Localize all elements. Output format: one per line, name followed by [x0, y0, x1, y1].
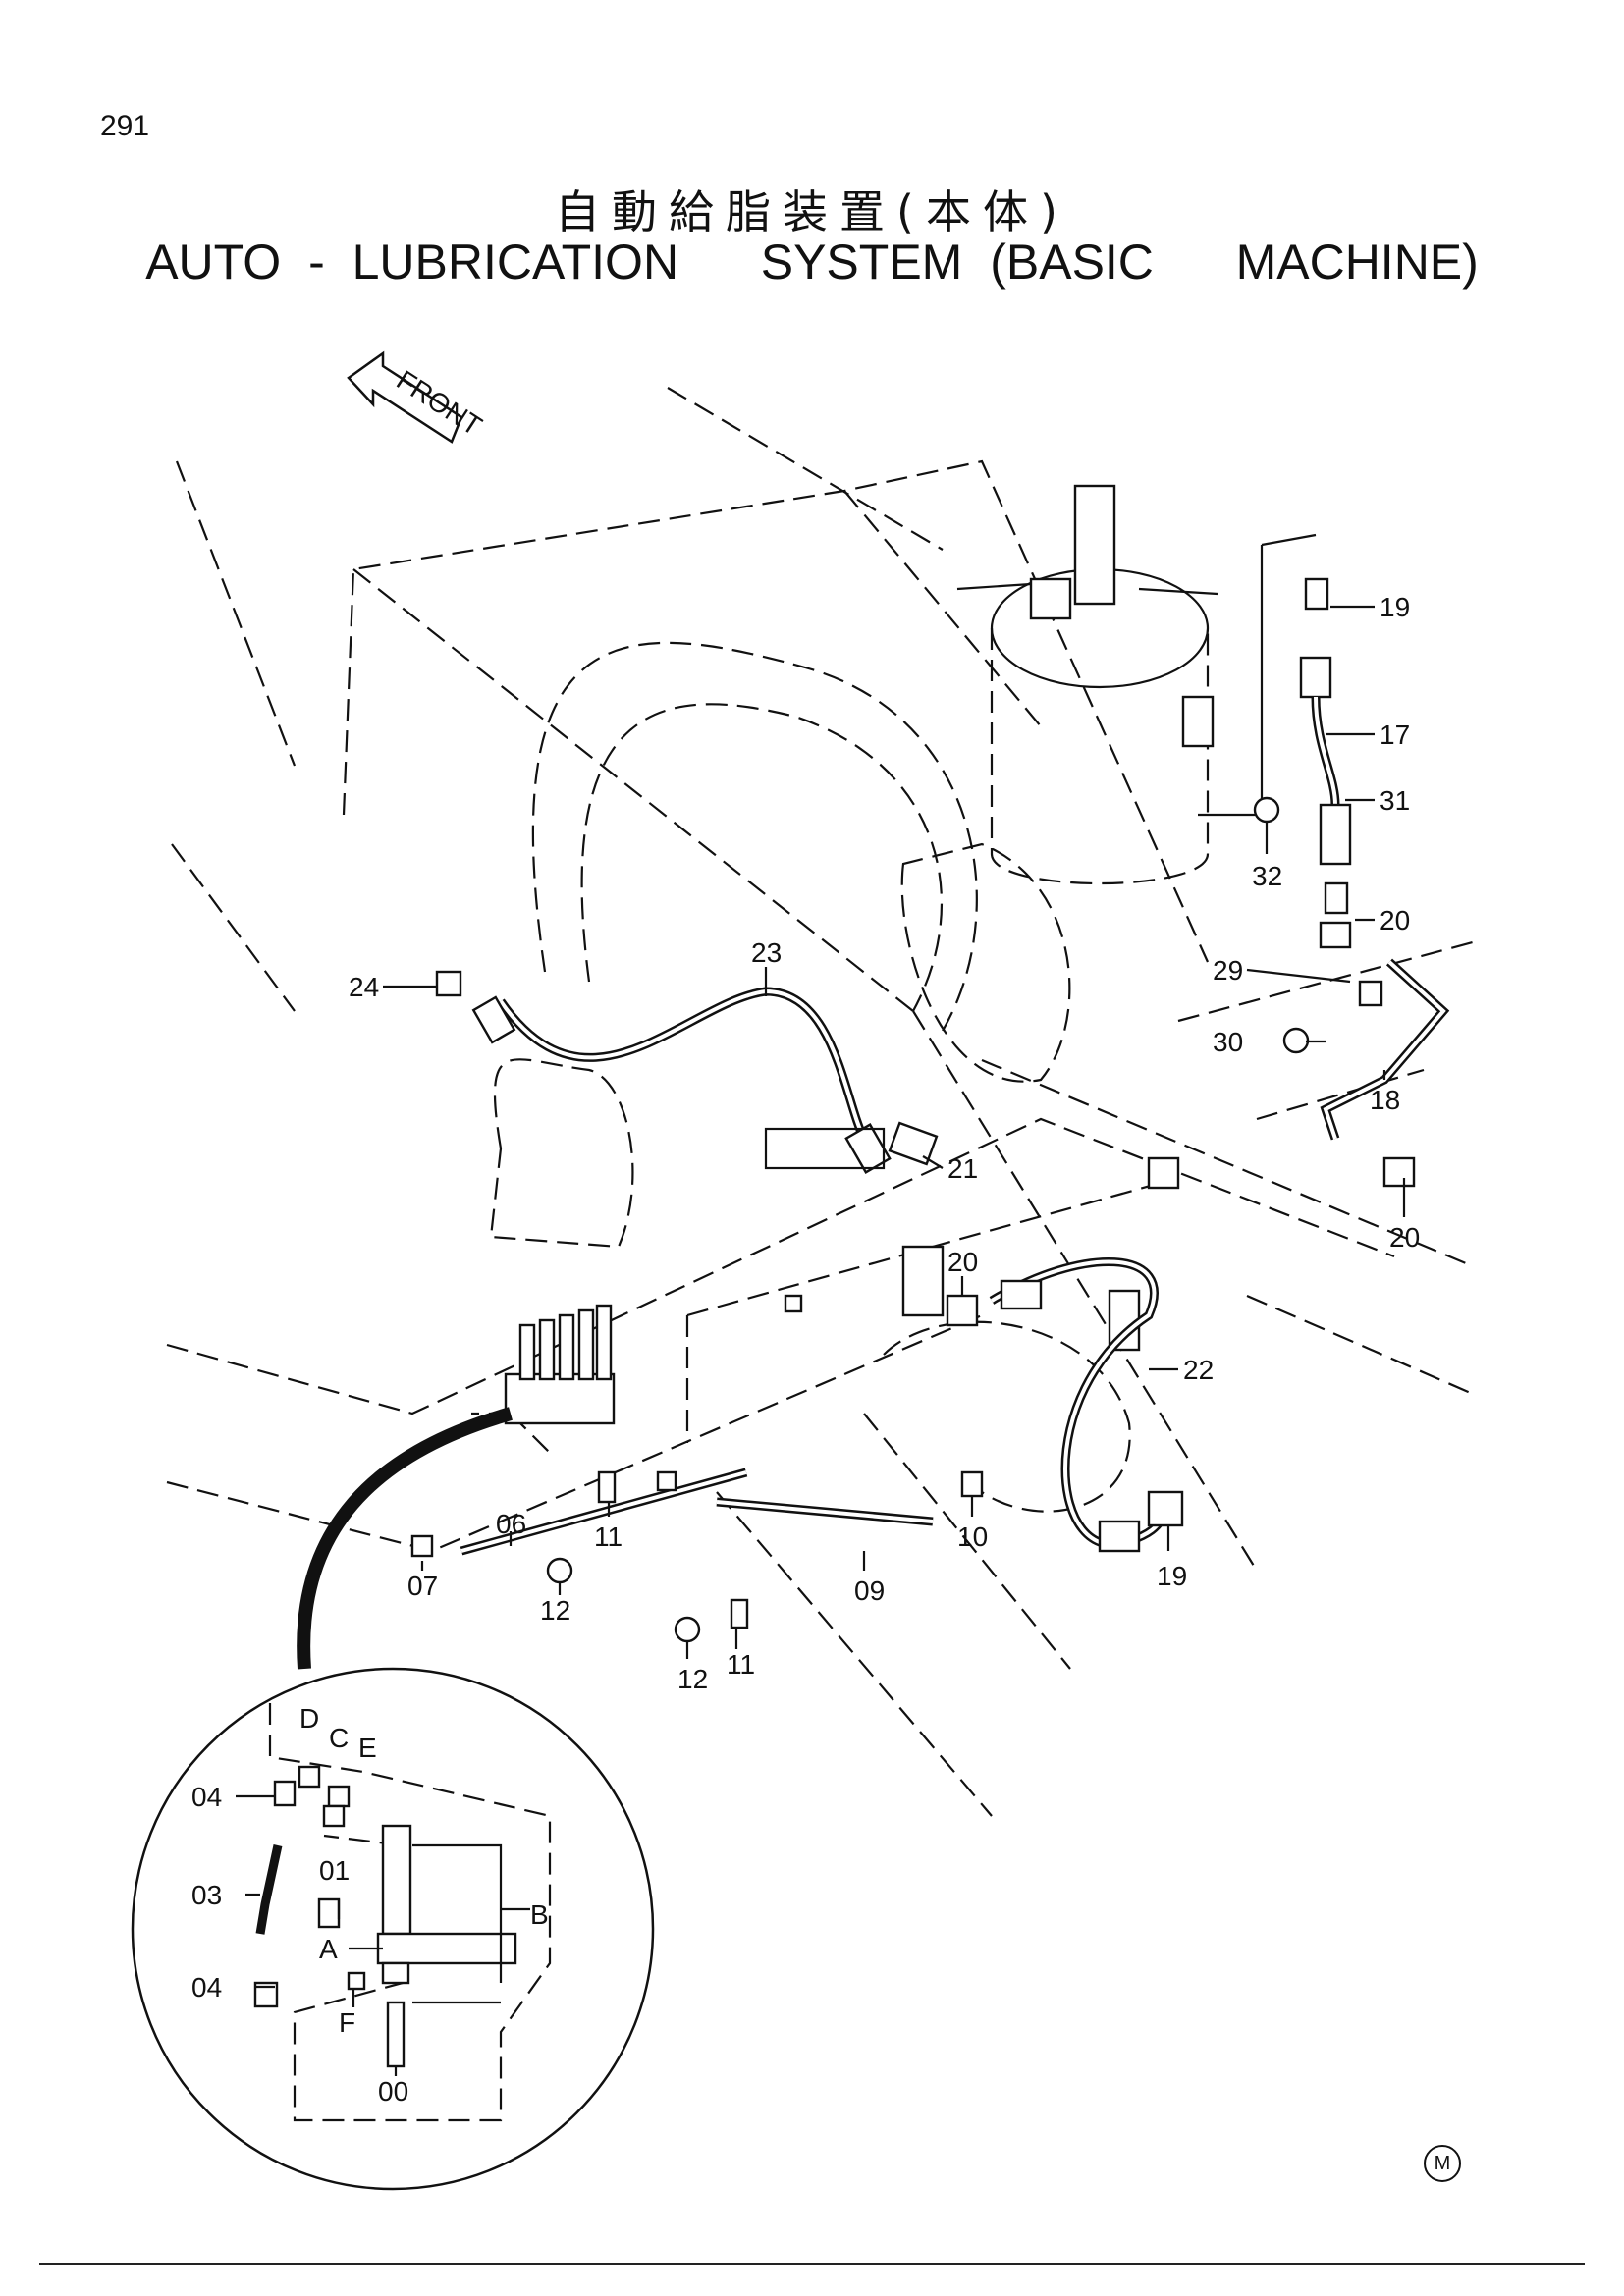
- callout-20-center: 20: [947, 1247, 978, 1277]
- callout-30: 30: [1213, 1027, 1243, 1057]
- callout-19-top: 19: [1380, 592, 1410, 622]
- grease-pump: [956, 484, 1317, 885]
- callout-20-upper: 20: [1380, 905, 1410, 935]
- distributor-block: [297, 1304, 984, 1670]
- detail-callout-04-lower: 04: [191, 1972, 222, 2002]
- detail-callout-b: B: [530, 1899, 549, 1930]
- callout-22: 22: [1183, 1355, 1214, 1385]
- callout-07: 07: [407, 1571, 438, 1601]
- detail-view: [131, 1667, 655, 2191]
- callout-31: 31: [1380, 785, 1410, 816]
- detail-callout-00: 00: [378, 2076, 408, 2107]
- hose-22: [989, 1256, 1184, 1553]
- callout-06: 06: [496, 1509, 526, 1539]
- callout-21: 21: [947, 1153, 978, 1184]
- callout-19-lower: 19: [1157, 1561, 1187, 1591]
- callout-11-lower: 11: [727, 1649, 755, 1680]
- callout-23: 23: [751, 937, 782, 968]
- callout-10: 10: [957, 1522, 988, 1552]
- title-japanese: 自動給脂装置(本体): [555, 186, 1069, 239]
- callout-24: 24: [349, 972, 379, 1002]
- detail-callout-01: 01: [319, 1855, 350, 1886]
- callout-11-left: 11: [594, 1522, 623, 1552]
- detail-callout-a: A: [319, 1934, 338, 1964]
- callout-29: 29: [1213, 955, 1243, 986]
- callout-17: 17: [1380, 720, 1410, 750]
- hose-23: [435, 970, 892, 1174]
- leader-lines: [236, 605, 1406, 2076]
- machine-outline: [166, 387, 1474, 1817]
- callout-09: 09: [854, 1575, 885, 1606]
- hose-assembly-right: [1253, 577, 1450, 1188]
- front-arrow-icon: FRONT: [347, 350, 487, 444]
- detail-callout-f: F: [339, 2007, 355, 2038]
- callout-labels: 19 17 31 32 20 29 30 18 20 23 24 21 20 2…: [191, 592, 1420, 2107]
- corner-mark: M: [1424, 2145, 1461, 2182]
- detail-callout-d: D: [299, 1703, 319, 1734]
- page-number: 291: [100, 110, 150, 142]
- detail-callout-e: E: [358, 1733, 377, 1763]
- detail-callout-c: C: [329, 1723, 349, 1753]
- callout-12-lower: 12: [677, 1664, 708, 1694]
- callout-20-right: 20: [1389, 1222, 1420, 1253]
- detail-callout-03: 03: [191, 1880, 222, 1910]
- callout-12-left: 12: [540, 1595, 570, 1626]
- callout-32: 32: [1252, 861, 1282, 891]
- title-english: AUTO - LUBRICATION SYSTEM (BASIC MACHINE…: [145, 235, 1479, 290]
- detail-callout-04-upper: 04: [191, 1782, 222, 1812]
- callout-18: 18: [1370, 1085, 1400, 1115]
- footer-rule: [39, 2263, 1585, 2265]
